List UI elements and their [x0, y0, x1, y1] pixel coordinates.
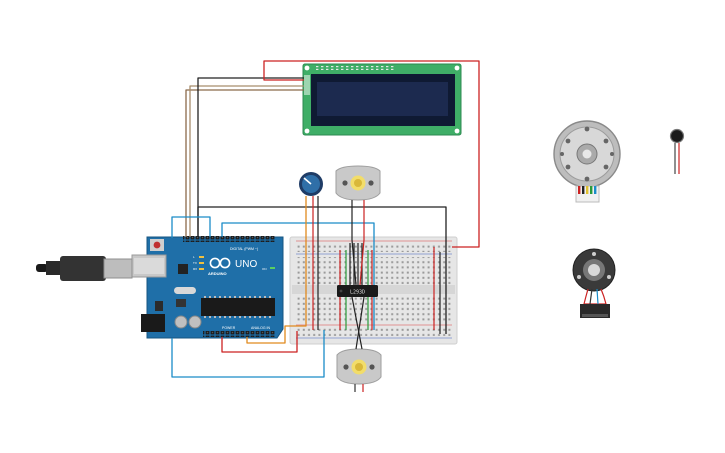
- on-led-label: ON: [262, 267, 267, 271]
- dc-motor-bottom[interactable]: [336, 348, 382, 392]
- lcd-16x2[interactable]: [302, 63, 462, 136]
- l-led-label: L: [193, 255, 195, 259]
- usb-cable[interactable]: [36, 256, 133, 281]
- tx-led-label: TX: [193, 261, 197, 265]
- arduino-uno[interactable]: UNO ARDUINO DIGITAL (PWM ~) POWER ANALOG…: [131, 236, 284, 339]
- digital-header-label: DIGITAL (PWM ~): [230, 247, 258, 251]
- driver-chip-label: L293D: [350, 290, 365, 296]
- lcd-screen: [317, 82, 448, 116]
- arduino-logo-text: ARDUINO: [208, 271, 227, 276]
- gear-motor-encoder[interactable]: [553, 120, 621, 203]
- rotary-encoder[interactable]: [572, 248, 616, 318]
- potentiometer[interactable]: [299, 172, 323, 196]
- arduino-logo-icon: [209, 257, 231, 269]
- power-header-label: POWER: [222, 326, 236, 330]
- arduino-brand-text: UNO: [235, 259, 257, 270]
- dc-motor-top[interactable]: [335, 165, 381, 201]
- analog-header-label: ANALOG IN: [251, 326, 271, 330]
- wires: [171, 60, 480, 378]
- motor-driver-ic[interactable]: L293D: [337, 285, 378, 297]
- vibration-motor[interactable]: [669, 128, 685, 175]
- rx-led-label: RX: [193, 267, 197, 271]
